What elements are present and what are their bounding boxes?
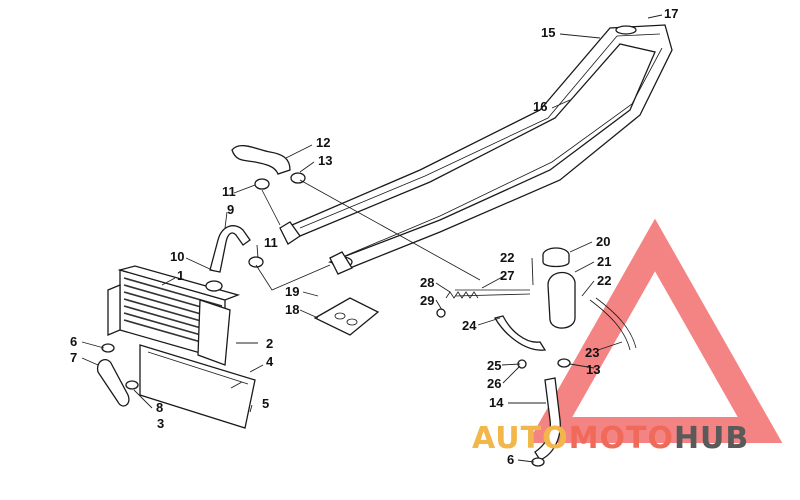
callout-20: 20 [596, 234, 610, 249]
callout-21: 21 [597, 254, 611, 269]
leader-lines [81, 14, 663, 463]
callout-25: 25 [487, 358, 501, 373]
inlet-hose [231, 145, 291, 175]
vent-hose [454, 289, 531, 297]
radiator-shroud [139, 344, 256, 429]
cooler-elbows [279, 221, 353, 275]
callout-23: 23 [585, 345, 599, 360]
overflow-hose [589, 297, 637, 351]
callout-3: 3 [157, 416, 164, 431]
drain-hose [96, 343, 139, 407]
callout-15: 15 [541, 25, 555, 40]
callout-27: 27 [500, 268, 514, 283]
callout-13-lower: 13 [586, 362, 600, 377]
callout-8: 8 [156, 400, 163, 415]
mount-plate [313, 297, 380, 336]
callout-26: 26 [487, 376, 501, 391]
watermark-triangle [527, 218, 783, 443]
callout-12: 12 [316, 135, 330, 150]
callout-29: 29 [420, 293, 434, 308]
callout-19: 19 [285, 284, 299, 299]
callout-6: 6 [70, 334, 77, 349]
watermark-moto: MOTO [569, 421, 674, 456]
radiator-core [107, 265, 241, 366]
callout-11-upper: 11 [222, 184, 236, 199]
callout-11-lower: 11 [264, 235, 278, 250]
callout-28: 28 [420, 275, 434, 290]
reservoir-bracket [493, 315, 547, 351]
watermark-auto: AUTO [472, 421, 569, 456]
callout-6-lower: 6 [507, 452, 514, 467]
callout-9: 9 [227, 202, 234, 217]
callout-22-right: 22 [597, 273, 611, 288]
callout-14: 14 [489, 395, 504, 410]
callout-18: 18 [285, 302, 299, 317]
hose-clamps [248, 172, 571, 467]
watermark-logo: AUTOMOTOHUB [472, 421, 749, 456]
connector-lines [255, 179, 481, 291]
callout-16: 16 [533, 99, 547, 114]
callout-1: 1 [177, 268, 184, 283]
watermark-hub: HUB [674, 421, 749, 456]
coolant-reservoir [542, 247, 576, 329]
callout-24: 24 [462, 318, 477, 333]
svg-text:AUTOMOTOHUB: AUTOMOTOHUB [472, 421, 749, 456]
callout-17: 17 [664, 6, 678, 21]
callout-13-upper: 13 [318, 153, 332, 168]
callout-10: 10 [170, 249, 184, 264]
callout-2: 2 [266, 336, 273, 351]
callout-22-left: 22 [500, 250, 514, 265]
callout-5: 5 [262, 396, 269, 411]
callout-4: 4 [266, 354, 274, 369]
spring-clip [445, 291, 479, 299]
callout-labels: 1 2 3 4 5 6 6 7 8 9 10 11 11 12 13 13 14… [70, 6, 678, 467]
callout-7: 7 [70, 350, 77, 365]
upper-hose [209, 225, 251, 273]
heat-exchanger-rail [283, 24, 673, 269]
